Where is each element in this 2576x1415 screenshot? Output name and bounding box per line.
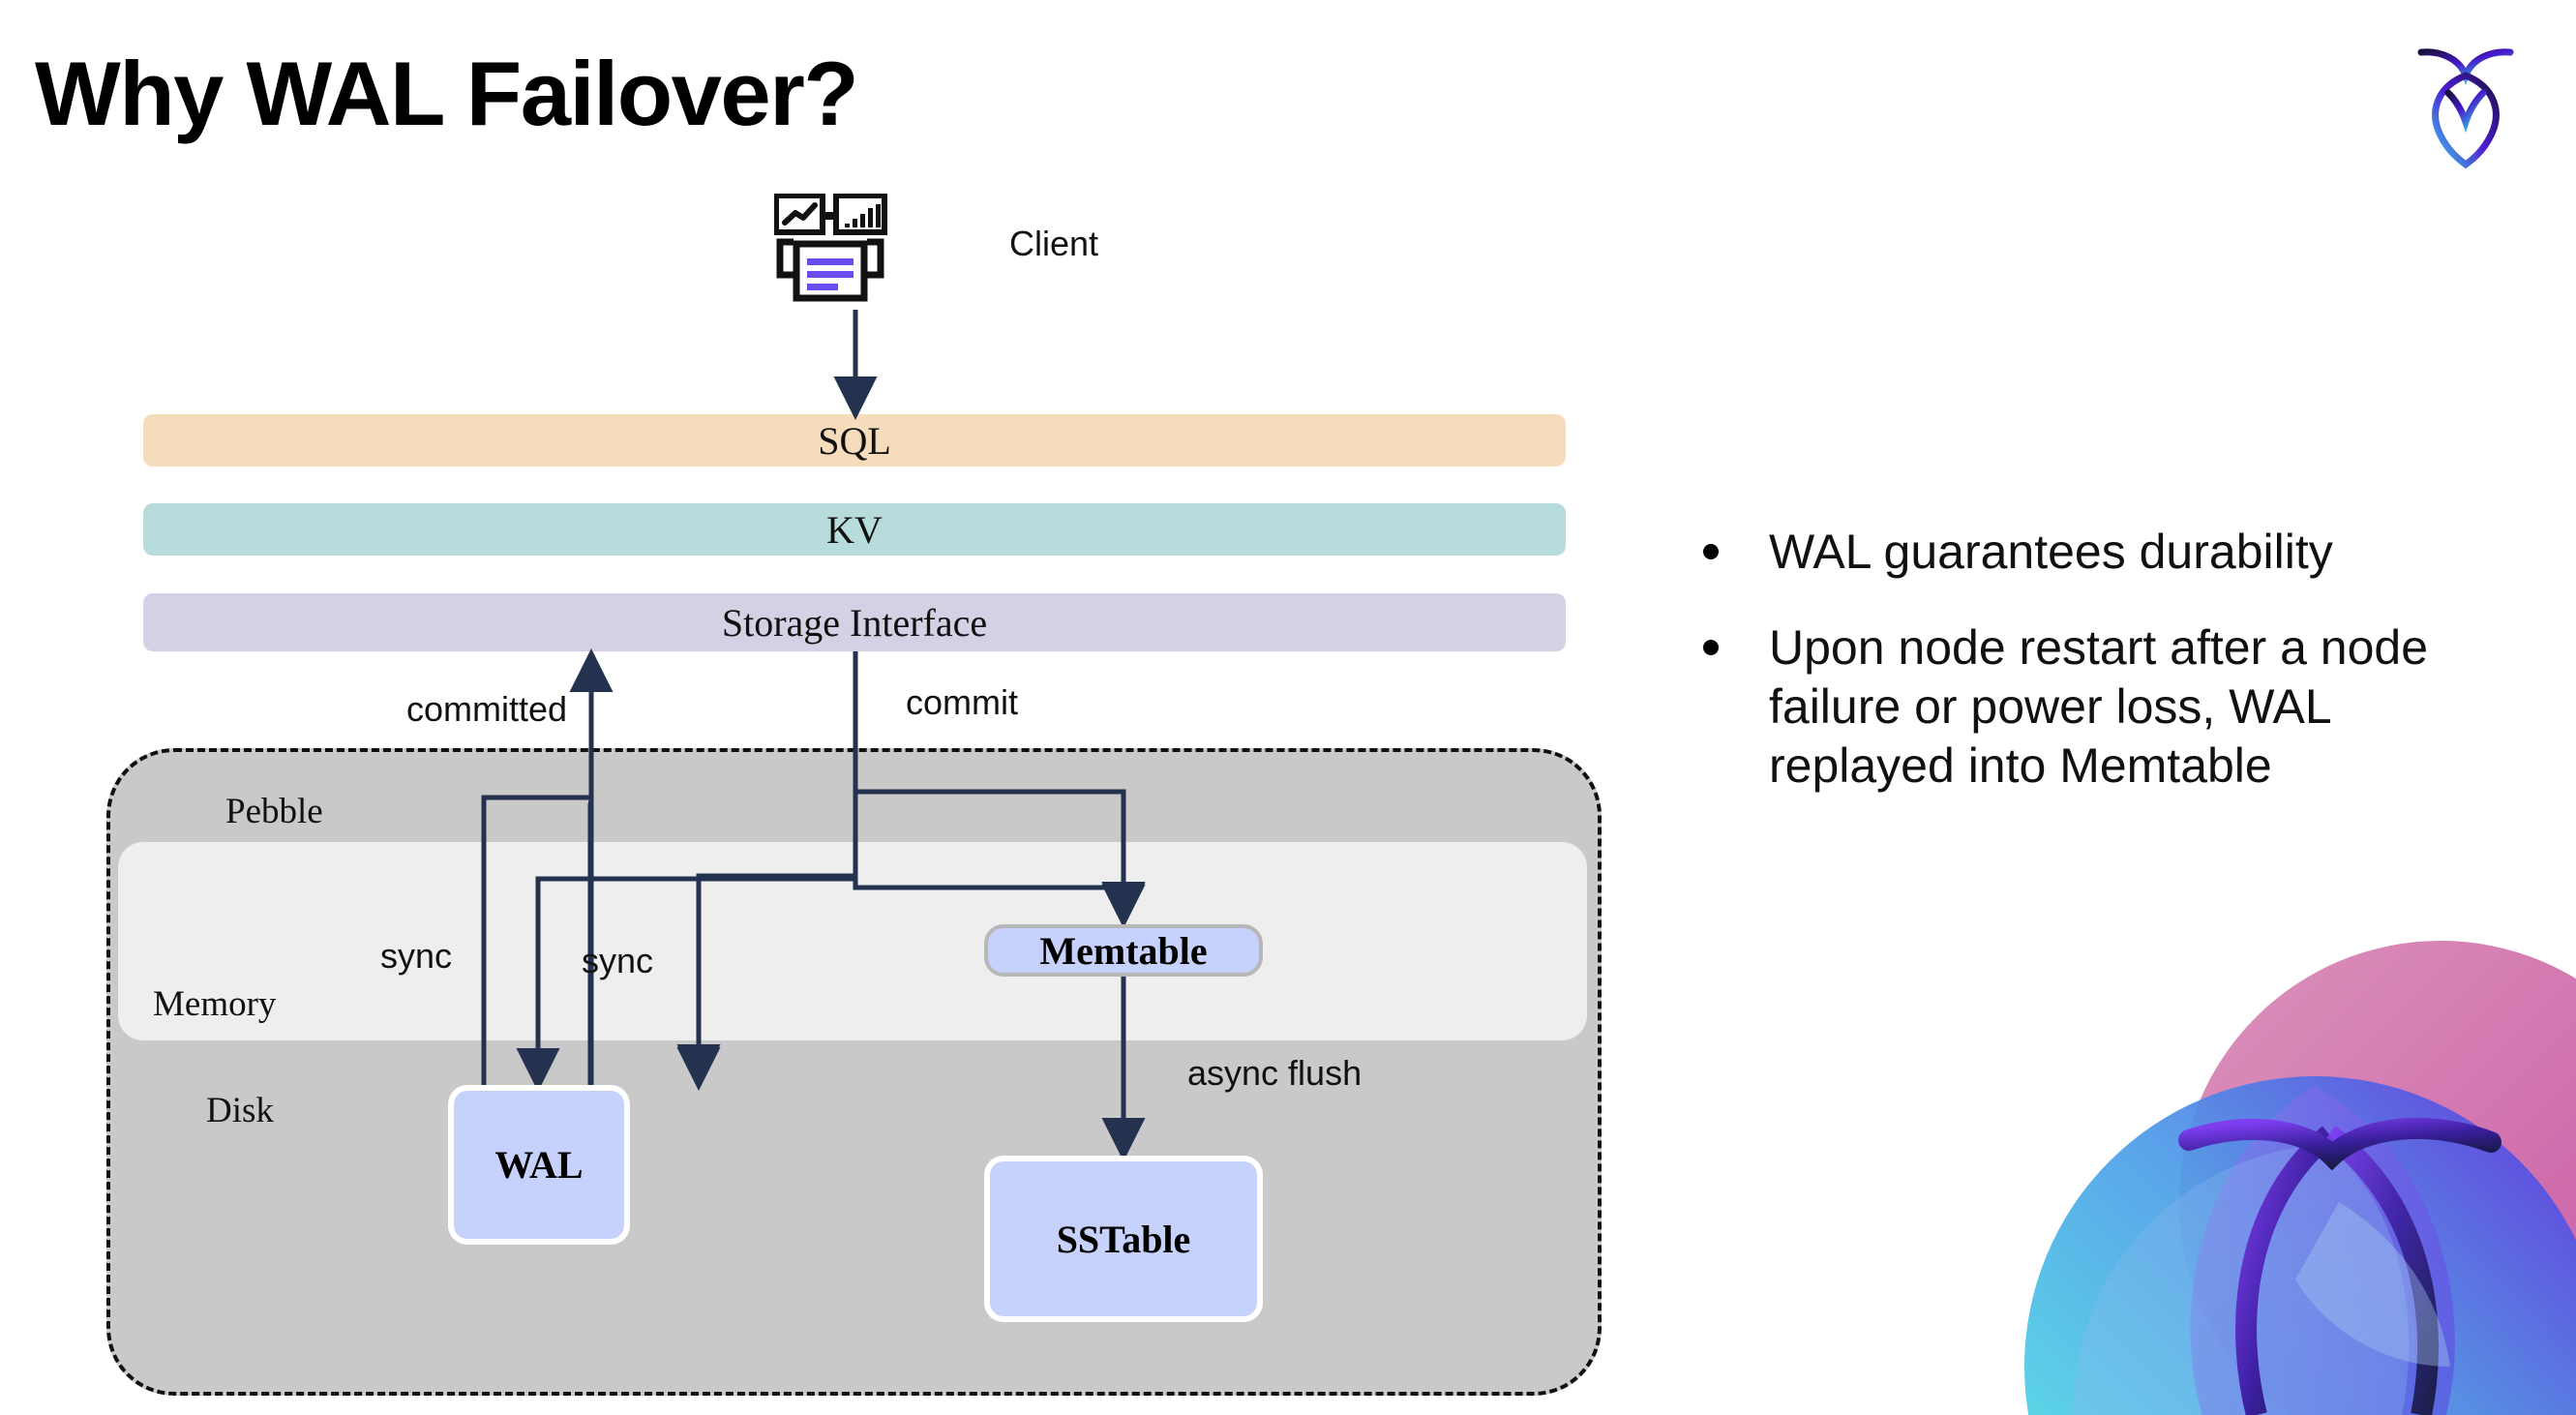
- node-sstable[interactable]: SSTable: [984, 1156, 1263, 1322]
- layer-sql[interactable]: SQL: [143, 414, 1566, 467]
- edge-label-commit: commit: [906, 682, 1018, 722]
- node-wal[interactable]: WAL: [448, 1085, 630, 1245]
- edge-label-async-flush: async flush: [1187, 1053, 1363, 1093]
- edge-label-sync-right: sync: [582, 941, 654, 980]
- cockroachdb-logo-icon: [2408, 37, 2524, 172]
- memory-region-panel: [118, 842, 1587, 1040]
- node-memtable[interactable]: Memtable: [984, 924, 1263, 977]
- edge-label-sync-left: sync: [380, 936, 453, 976]
- bullet-dot-icon: [1703, 640, 1719, 655]
- client-label: Client: [1009, 224, 1099, 263]
- list-item: WAL guarantees durability: [1703, 523, 2516, 582]
- list-item: Upon node restart after a node failure o…: [1703, 618, 2516, 796]
- bullet-text: Upon node restart after a node failure o…: [1769, 620, 2429, 793]
- pebble-label: Pebble: [225, 792, 323, 831]
- layer-storage-interface[interactable]: Storage Interface: [143, 593, 1566, 651]
- memory-label: Memory: [153, 984, 277, 1024]
- bullet-text: WAL guarantees durability: [1769, 525, 2333, 579]
- decorative-logo-artwork: [1899, 912, 2576, 1415]
- page-title: Why WAL Failover?: [35, 43, 859, 144]
- bullet-list: WAL guarantees durability Upon node rest…: [1703, 523, 2516, 832]
- client-dashboard-icon: [773, 193, 929, 310]
- layer-kv[interactable]: KV: [143, 503, 1566, 556]
- disk-label: Disk: [206, 1091, 274, 1130]
- bullet-dot-icon: [1703, 544, 1719, 559]
- architecture-diagram: Client SQL KV Storage Interface Pebble M…: [106, 193, 1602, 1396]
- edge-label-committed: committed: [406, 689, 568, 729]
